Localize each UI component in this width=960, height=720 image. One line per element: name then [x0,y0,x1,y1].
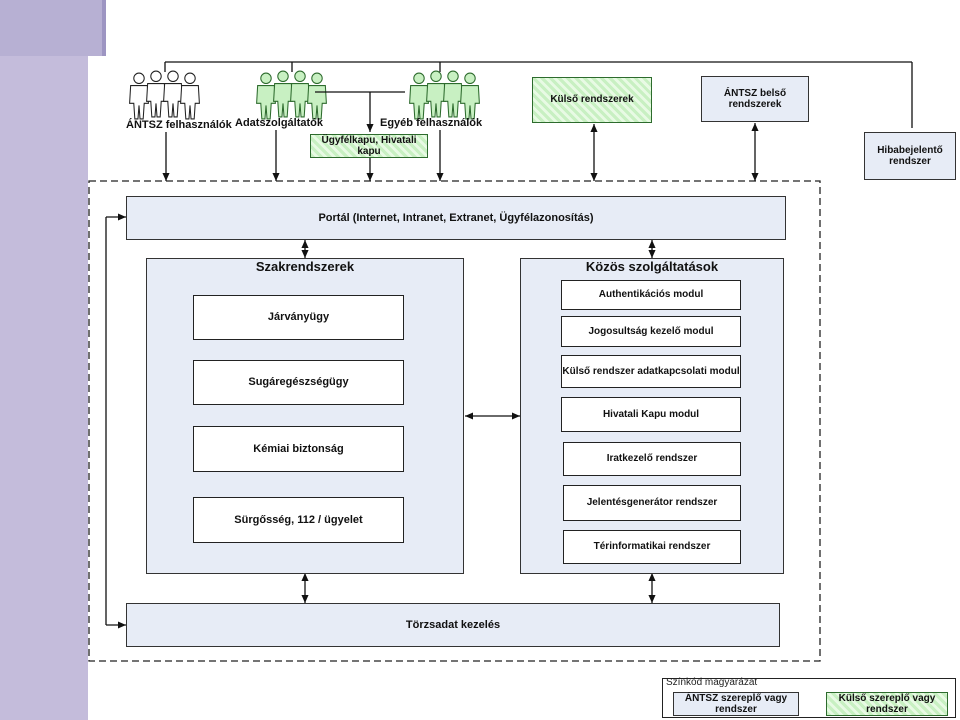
professional-system-item: Kémiai biztonság [193,426,404,472]
external-systems-box: Külső rendszerek [532,77,652,123]
common-service-item: Hivatali Kapu modul [561,397,741,432]
other-users-icon [409,70,480,120]
top-connector-lines [164,61,913,128]
data-providers-icon [256,70,327,120]
connector-arrows [105,91,759,629]
antsz-users-icon [129,70,200,120]
top-left-decorative-block [0,0,105,56]
common-service-item: Jogosultság kezelő modul [561,316,741,347]
data-providers-label: Adatszolgáltatók [235,117,324,129]
system-boundary [88,180,821,662]
legend-external-swatch: Külső szereplő vagy rendszer [826,692,948,716]
antsz-users-label: ÁNTSZ felhasználók [126,119,232,131]
legend-antsz-swatch: ÁNTSZ szereplő vagy rendszer [673,692,799,716]
professional-system-item: Járványügy [193,295,404,340]
portal-box: Portál (Internet, Intranet, Extranet, Üg… [126,196,786,240]
master-data-box: Törzsadat kezelés [126,603,780,647]
professional-system-item: Sugáregészségügy [193,360,404,405]
common-service-item: Iratkezelő rendszer [563,442,741,476]
common-service-item: Külső rendszer adatkapcsolati modul [561,355,741,388]
top-left-decorative-edge [102,0,106,56]
antsz-internal-systems-box: ÁNTSZ belső rendszerek [701,76,809,122]
common-services-title: Közös szolgáltatások [585,259,719,274]
professional-system-item: Sürgősség, 112 / ügyelet [193,497,404,543]
common-service-item: Jelentésgenerátor rendszer [563,485,741,521]
professional-systems-title: Szakrendszerek [255,259,355,274]
error-reporting-box: Hibabejelentő rendszer [864,132,956,180]
left-decorative-sidebar [0,0,88,720]
common-service-item: Authentikációs modul [561,280,741,310]
common-service-item: Térinformatikai rendszer [563,530,741,564]
other-users-label: Egyéb felhasználók [380,117,483,129]
customer-gate-box: Ügyfélkapu, Hivatali kapu [310,134,428,158]
legend-title: Színkód magyarázat [666,677,758,688]
